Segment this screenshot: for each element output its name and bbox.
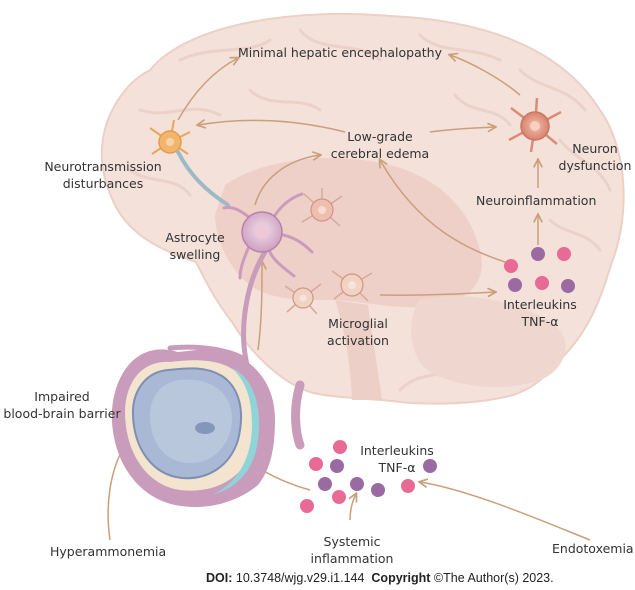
hyperammonemia-label: Hyperammonemia [50,544,167,559]
brainstem [335,300,382,400]
neuroinflammation-label: Neuroinflammation [476,193,597,208]
doi-value: 10.3748/wjg.v29.i1.144 [235,571,365,585]
microglia-cell-1 [301,188,343,227]
cytokines-brain [504,247,575,293]
axon [176,150,230,207]
neuron-left [149,119,191,155]
doi-footer: DOI: 10.3748/wjg.v29.i1.144 Copyright ©T… [206,571,554,585]
cytokines-blood [300,440,437,513]
neuron-right [508,97,562,153]
copyright-label: Copyright [371,571,431,585]
inner-region [215,157,482,308]
endotoxemia-label: Endotoxemia [552,541,634,556]
blood-vessel [111,249,305,508]
minimal-he-label: Minimal hepatic encephalopathy [238,45,442,60]
copyright-value: ©The Author(s) 2023. [433,571,554,585]
doi-label: DOI: [206,571,233,585]
microglia-cell-2 [331,270,373,302]
microglia-cell-3 [284,283,322,315]
cerebellum [411,296,566,387]
astrocyte [222,192,314,280]
